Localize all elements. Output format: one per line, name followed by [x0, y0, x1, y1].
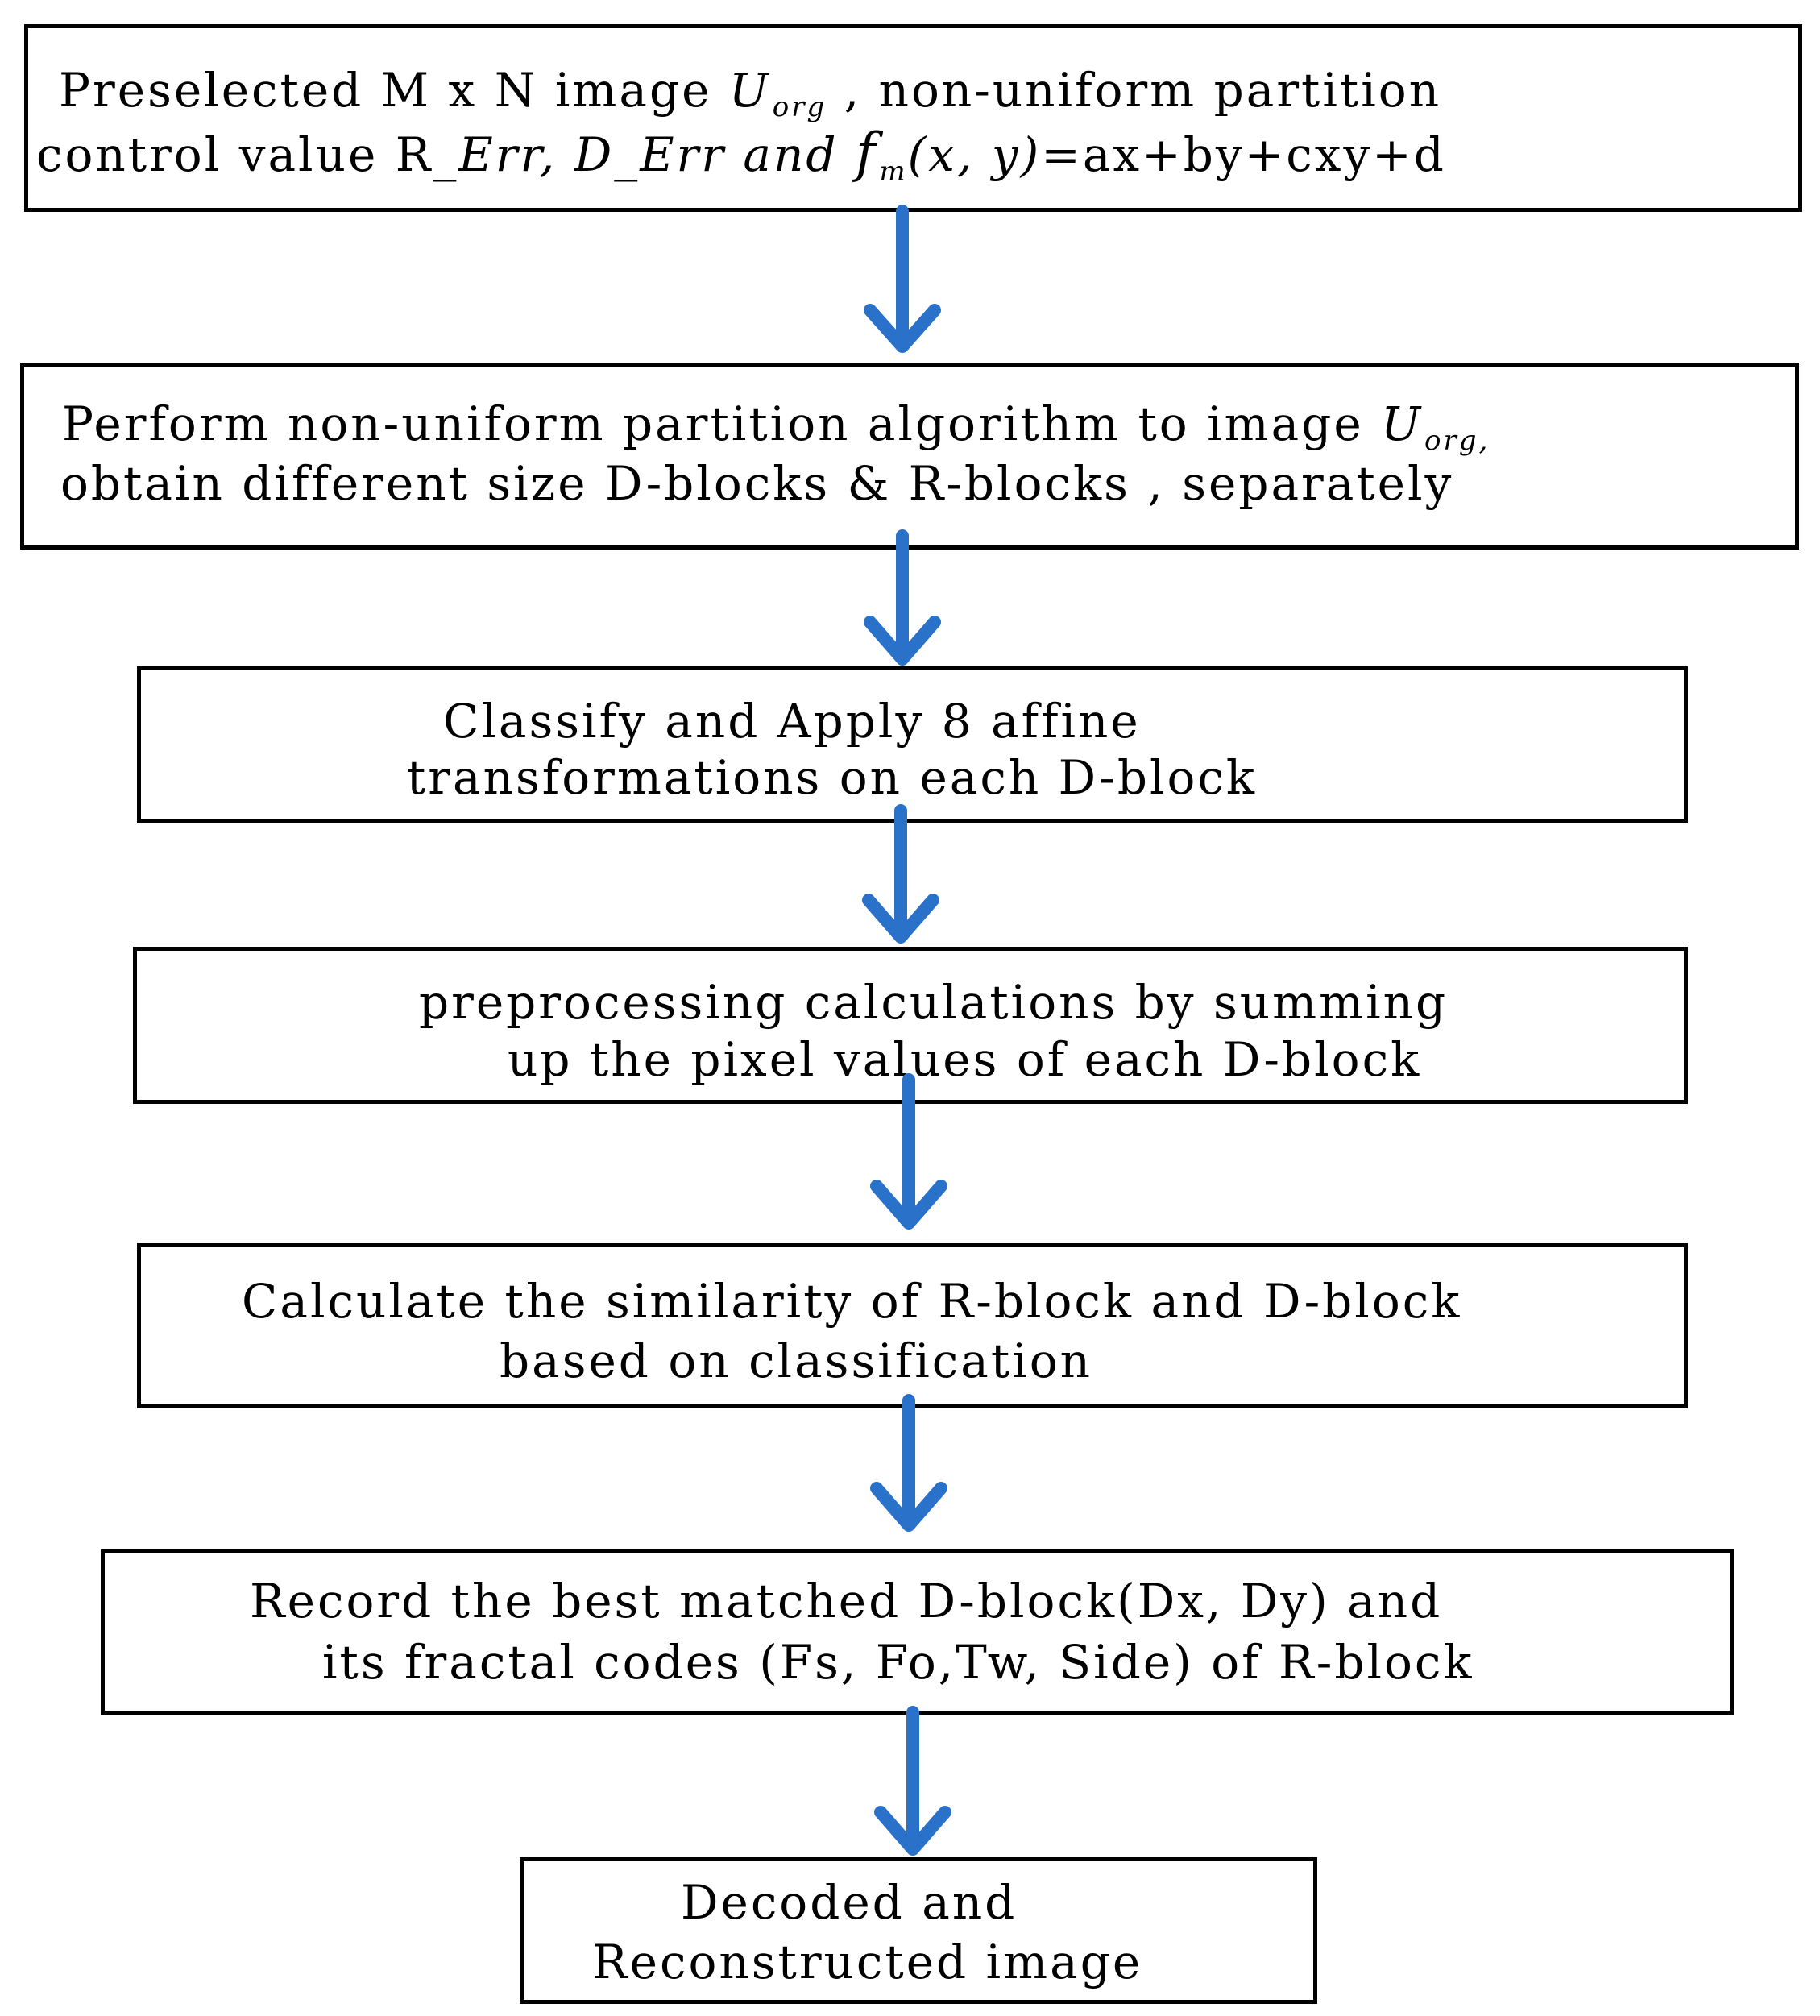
- arrow-6-to-7: [874, 1706, 951, 1856]
- step-1-line-1-text-b: , non-uniform partition: [827, 63, 1442, 118]
- step-3-line-2: transformations on each D-block: [407, 750, 1258, 805]
- step-1-line-1-text-a: Preselected M x N image: [59, 63, 729, 118]
- step-2-line-1-text: Perform non-uniform partition algorithm …: [62, 396, 1382, 451]
- step-1-line-2-text-a: control value: [36, 127, 396, 182]
- step-6-box: Record the best matched D-block(Dx, Dy) …: [101, 1549, 1734, 1715]
- step-7-line-2: Reconstructed image: [592, 1935, 1143, 1989]
- d-err-prefix: D_: [574, 127, 641, 182]
- f-formula: =ax+by+cxy+d: [1041, 127, 1446, 182]
- step-5-line-2: based on classification: [500, 1334, 1092, 1388]
- step-6-line-2: its fractal codes (Fs, Fo,Tw, Side) of R…: [322, 1635, 1474, 1690]
- f-symbol: f: [855, 122, 878, 184]
- step-7-line-1: Decoded and: [681, 1875, 1018, 1930]
- u-org-symbol: U: [728, 63, 771, 118]
- r-err-prefix: R_: [395, 127, 459, 182]
- step-4-line-1: preprocessing calculations by summing: [419, 975, 1449, 1030]
- arrow-3-to-4: [862, 804, 939, 944]
- step-4-line-2: up the pixel values of each D-block: [508, 1032, 1422, 1087]
- step-5-line-1: Calculate the similarity of R-block and …: [242, 1274, 1462, 1329]
- f-arguments: (x, y): [907, 127, 1042, 182]
- step-3-line-1: Classify and Apply 8 affine: [443, 694, 1141, 749]
- step-2-line-1: Perform non-uniform partition algorithm …: [62, 400, 1490, 454]
- d-err-italic: Err and: [640, 127, 856, 182]
- arrow-4-to-5: [870, 1073, 947, 1230]
- r-err-italic: Err,: [458, 127, 558, 182]
- arrow-group: [862, 205, 951, 1856]
- step-6-line-1: Record the best matched D-block(Dx, Dy) …: [250, 1574, 1443, 1628]
- f-subscript: m: [879, 156, 908, 188]
- step-1-box: Preselected M x N image Uorg , non-unifo…: [24, 24, 1802, 212]
- arrow-2-to-3: [864, 529, 941, 666]
- step-1-line-1: Preselected M x N image Uorg , non-unifo…: [59, 67, 1441, 121]
- u-org-symbol-2: U: [1381, 396, 1424, 451]
- arrow-5-to-6: [870, 1394, 947, 1532]
- step-7-box: Decoded and Reconstructed image: [520, 1857, 1317, 2004]
- u-org-subscript: org: [772, 91, 827, 123]
- arrow-1-to-2: [864, 205, 941, 353]
- step-2-box: Perform non-uniform partition algorithm …: [20, 363, 1799, 550]
- u-org-subscript-2: org,: [1424, 425, 1490, 457]
- step-1-line-2: control value R_Err, D_Err and fm(x, y)=…: [36, 127, 1446, 186]
- step-3-box: Classify and Apply 8 affine transformati…: [137, 666, 1688, 823]
- step-2-line-2: obtain different size D-blocks & R-block…: [60, 456, 1454, 511]
